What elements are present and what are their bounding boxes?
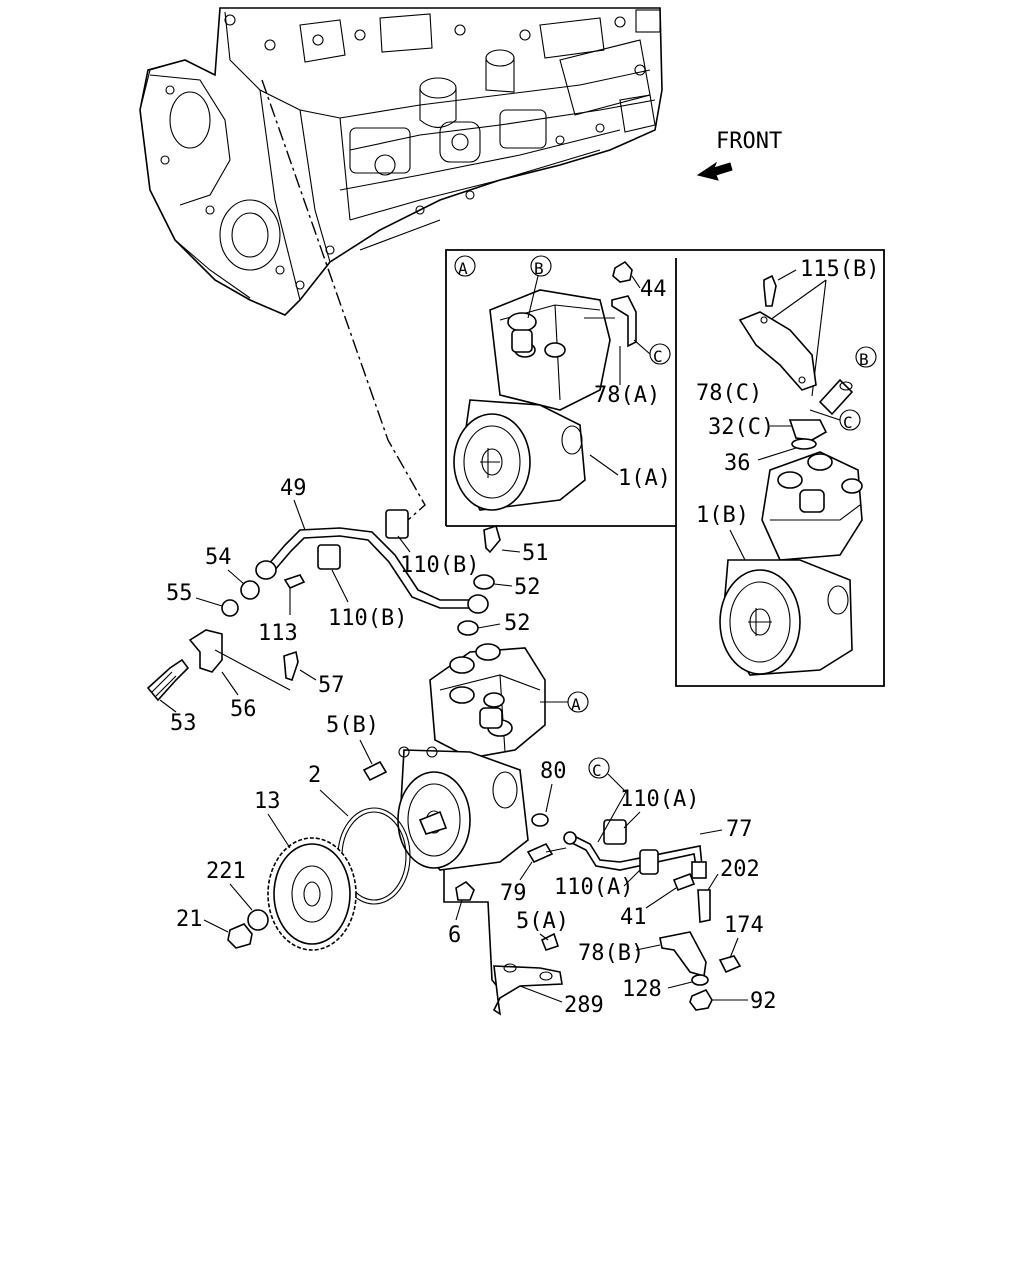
ref-letter-c-right: C (843, 413, 853, 432)
ref-letter-a-main: A (571, 695, 581, 714)
clip-110b-lower (317, 544, 341, 570)
engine-block-illustration (139, 7, 663, 316)
bolt-174 (718, 955, 742, 974)
callout-36: 36 (724, 451, 751, 476)
bolt-79 (526, 842, 554, 864)
leader-engine-to-bracket (261, 79, 426, 521)
fitting-77 (691, 861, 707, 879)
ref-letter-a-box: A (458, 259, 468, 278)
washer-52-lower (457, 620, 479, 636)
callout-221: 221 (206, 859, 246, 884)
callout-21: 21 (176, 907, 203, 932)
callout-110b-upper: 110(B) (400, 553, 479, 578)
callout-202: 202 (720, 857, 760, 882)
callout-77: 77 (726, 817, 753, 842)
callout-289: 289 (564, 993, 604, 1018)
gasket-32c (788, 419, 828, 441)
callout-6: 6 (448, 923, 461, 948)
callout-51: 51 (522, 541, 549, 566)
bolt-113 (283, 574, 306, 590)
bolt-5a (540, 932, 560, 951)
bracket-78a (611, 295, 637, 348)
callout-56: 56 (230, 697, 257, 722)
main-compressor-illustration (397, 643, 546, 871)
pipe-stub (818, 378, 854, 416)
callout-78b: 78(B) (578, 941, 644, 966)
callout-1a: 1(A) (618, 466, 671, 491)
bolt-115b (763, 274, 777, 307)
pipe-49-assembly: 49 110(B) 110(B) 113 51 52 52 54 55 56 5… (146, 476, 549, 736)
nut-6 (455, 880, 475, 901)
callout-1b: 1(B) (696, 503, 749, 528)
washer-128 (691, 974, 709, 986)
bracket-78b (659, 931, 707, 978)
callout-92: 92 (750, 989, 777, 1014)
bracket-78c (738, 311, 817, 391)
callout-2: 2 (308, 763, 321, 788)
compressor-1a-illustration (453, 289, 611, 511)
callout-78a: 78(A) (594, 383, 660, 408)
ref-letter-b-right: B (859, 350, 869, 369)
callout-44: 44 (640, 277, 667, 302)
bolt-51 (483, 524, 501, 554)
callout-110a-lower: 110(A) (554, 875, 633, 900)
callout-49: 49 (280, 476, 307, 501)
callout-5b: 5(B) (326, 713, 379, 738)
compressor-1b-illustration (719, 451, 863, 676)
washer-221 (247, 909, 269, 931)
oring-36 (791, 438, 817, 450)
callout-174: 174 (724, 913, 764, 938)
callout-54: 54 (205, 545, 232, 570)
bracket-56 (188, 629, 223, 673)
front-arrow-icon (696, 161, 733, 181)
fitting-202 (697, 889, 711, 923)
callout-79: 79 (500, 881, 527, 906)
callout-80: 80 (540, 759, 567, 784)
front-label: FRONT (716, 129, 782, 154)
ref-marker-a-box (454, 255, 476, 277)
ref-letter-c-top: C (653, 347, 663, 366)
callout-115b: 115(B) (800, 257, 879, 282)
callout-13: 13 (254, 789, 281, 814)
callout-53: 53 (170, 711, 197, 736)
bolt-41 (672, 872, 696, 892)
callout-110b-lower: 110(B) (328, 606, 407, 631)
front-direction-indicator: FRONT (696, 129, 782, 181)
nut-92 (689, 988, 713, 1011)
clip-80 (531, 813, 549, 827)
callout-52-lower: 52 (504, 611, 531, 636)
washer-55 (221, 599, 239, 617)
callout-32c: 32(C) (708, 415, 774, 440)
washer-54 (240, 580, 260, 600)
callout-78c: 78(C) (696, 381, 762, 406)
nut-44 (612, 260, 633, 283)
clip-110b-upper (385, 509, 409, 539)
fitting-53 (146, 658, 190, 702)
callout-41: 41 (620, 905, 647, 930)
detail-box-a: A B 44 C 78(A) 1( (445, 249, 885, 687)
pipe-77-assembly (563, 819, 707, 879)
callout-5a: 5(A) (516, 909, 569, 934)
washer-52-upper (473, 574, 495, 590)
callout-52-upper: 52 (514, 575, 541, 600)
bolt-57 (283, 650, 299, 682)
bolt-5b (362, 760, 388, 782)
callout-110a-upper: 110(A) (620, 787, 699, 812)
nut-21 (227, 923, 253, 949)
gear-13 (267, 837, 357, 951)
clip-110a-lower (639, 849, 659, 875)
bracket-289 (443, 870, 563, 1016)
callout-128: 128 (622, 977, 662, 1002)
clip-110a-upper (603, 819, 627, 845)
callout-113: 113 (258, 621, 298, 646)
ref-letter-c-pipe: C (592, 761, 602, 780)
callout-57: 57 (318, 673, 345, 698)
ref-letter-b-top: B (534, 259, 544, 278)
callout-55: 55 (166, 581, 193, 606)
